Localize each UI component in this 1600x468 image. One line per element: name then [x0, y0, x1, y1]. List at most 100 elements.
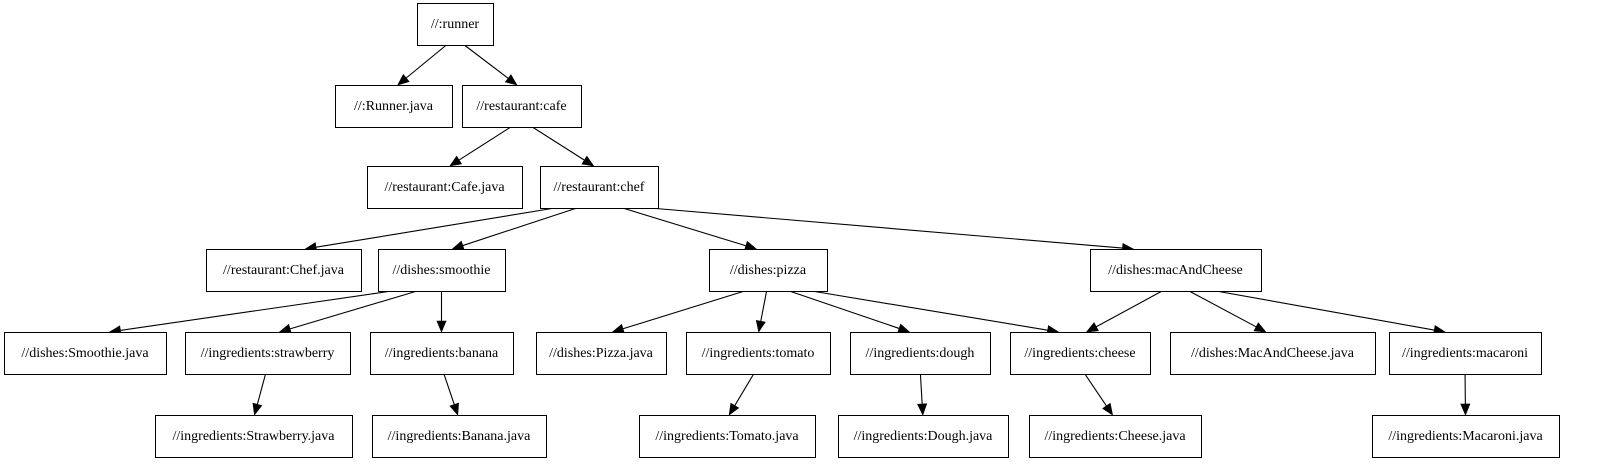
- arrowhead-icon: [917, 403, 928, 416]
- arrowhead-icon: [449, 155, 463, 167]
- node-label: //dishes:pizza: [730, 263, 807, 278]
- node-label: //:Runner.java: [354, 99, 434, 114]
- node-label: //ingredients:tomato: [702, 346, 815, 361]
- arrowhead-icon: [755, 319, 766, 333]
- graph-edge-dishes-smoothie-to-smoothie-java: [120, 290, 392, 331]
- graph-node-ing-strawberry[interactable]: //ingredients:strawberry: [185, 332, 351, 375]
- arrowhead-icon: [436, 320, 447, 333]
- node-box: [1170, 332, 1376, 375]
- graph-node-smoothie-java[interactable]: //dishes:Smoothie.java: [4, 332, 167, 375]
- graph-node-ing-dough[interactable]: //ingredients:dough: [850, 332, 991, 375]
- graph-node-strawberry-java[interactable]: //ingredients:Strawberry.java: [155, 415, 353, 458]
- node-label: //ingredients:Macaroni.java: [1388, 429, 1543, 444]
- graph-node-runner-java[interactable]: //:Runner.java: [335, 85, 453, 128]
- arrowhead-icon: [581, 155, 595, 167]
- graph-node-banana-java[interactable]: //ingredients:Banana.java: [372, 415, 547, 458]
- arrowhead-icon: [744, 240, 758, 251]
- node-label: //ingredients:Tomato.java: [655, 429, 799, 444]
- arrowhead-icon: [897, 323, 911, 334]
- node-box: [4, 332, 167, 375]
- node-label: //restaurant:Chef.java: [223, 263, 345, 278]
- graph-node-dough-java[interactable]: //ingredients:Dough.java: [838, 415, 1009, 458]
- node-label: //:runner: [431, 17, 480, 32]
- graph-node-dishes-smoothie[interactable]: //dishes:smoothie: [378, 249, 506, 292]
- node-box: [686, 332, 831, 375]
- node-label: //dishes:Pizza.java: [549, 346, 654, 361]
- graph-node-macaroni-java[interactable]: //ingredients:Macaroni.java: [1372, 415, 1560, 458]
- node-box: [206, 249, 362, 292]
- node-box: [185, 332, 351, 375]
- arrowhead-icon: [449, 402, 459, 416]
- graph-node-ing-cheese[interactable]: //ingredients:cheese: [1010, 332, 1151, 375]
- graph-node-dishes-pizza[interactable]: //dishes:pizza: [709, 249, 828, 292]
- node-label: //restaurant:cafe: [476, 99, 566, 114]
- graph-edge-restaurant-cafe-to-restaurant-chef: [532, 126, 585, 161]
- node-layer: //:runner //:Runner.java //restaurant:cafe…: [4, 3, 1560, 458]
- node-box: [372, 415, 547, 458]
- node-box: [378, 249, 506, 292]
- node-box: [1372, 415, 1560, 458]
- node-box: [417, 3, 494, 46]
- node-box: [155, 415, 353, 458]
- node-box: [1010, 332, 1151, 375]
- graph-edge-dishes-pizza-to-ing-cheese: [811, 290, 1048, 331]
- graph-edge-runner-to-restaurant-cafe: [463, 44, 509, 79]
- graph-edge-ing-strawberry-to-strawberry-java: [256, 373, 267, 405]
- node-label: //restaurant:chef: [554, 180, 645, 195]
- node-label: //ingredients:dough: [866, 346, 975, 361]
- arrowhead-icon: [397, 73, 410, 86]
- graph-edge-runner-to-runner-java: [405, 44, 447, 79]
- node-box: [367, 166, 523, 209]
- graph-node-ing-macaroni[interactable]: //ingredients:macaroni: [1389, 332, 1542, 375]
- node-label: //dishes:MacAndCheese.java: [1191, 346, 1355, 361]
- arrowhead-icon: [1085, 322, 1099, 333]
- graph-node-ing-tomato[interactable]: //ingredients:tomato: [686, 332, 831, 375]
- arrowhead-icon: [504, 74, 518, 86]
- graph-edge-dishes-macandch-to-ing-macaroni: [1215, 290, 1435, 331]
- node-box: [1090, 249, 1262, 292]
- arrowhead-icon: [278, 323, 292, 334]
- node-label: //ingredients:banana: [385, 346, 499, 361]
- arrowhead-icon: [1253, 322, 1267, 333]
- graph-edge-ing-cheese-to-cheese-java: [1084, 373, 1107, 407]
- node-box: [850, 332, 991, 375]
- node-box: [639, 415, 816, 458]
- graph-node-dishes-macandch[interactable]: //dishes:macAndCheese: [1090, 249, 1262, 292]
- node-label: //ingredients:cheese: [1024, 346, 1135, 361]
- graph-node-chef-java[interactable]: //restaurant:Chef.java: [206, 249, 362, 292]
- graph-edge-dishes-macandch-to-ing-cheese: [1095, 290, 1163, 328]
- graph-node-pizza-java[interactable]: //dishes:Pizza.java: [536, 332, 667, 375]
- graph-node-runner[interactable]: //:runner: [417, 3, 494, 46]
- graph-edge-ing-tomato-to-tomato-java: [734, 373, 755, 406]
- node-box: [370, 332, 514, 375]
- node-label: //ingredients:strawberry: [201, 346, 335, 361]
- node-label: //restaurant:Cafe.java: [384, 180, 505, 195]
- graph-node-macandcheese-java[interactable]: //dishes:MacAndCheese.java: [1170, 332, 1376, 375]
- arrowhead-icon: [611, 323, 625, 334]
- node-box: [335, 85, 453, 128]
- arrowhead-icon: [252, 402, 263, 416]
- graph-node-tomato-java[interactable]: //ingredients:Tomato.java: [639, 415, 816, 458]
- node-label: //dishes:smoothie: [393, 263, 491, 278]
- node-box: [462, 85, 582, 128]
- node-box: [1029, 415, 1202, 458]
- graph-edge-restaurant-chef-to-chef-java: [315, 207, 555, 248]
- graph-edge-dishes-macandch-to-macandcheese-java: [1188, 290, 1257, 328]
- graph-node-restaurant-cafe[interactable]: //restaurant:cafe: [462, 85, 582, 128]
- graph-edge-dishes-pizza-to-ing-dough: [789, 290, 900, 329]
- graph-node-cafe-java[interactable]: //restaurant:Cafe.java: [367, 166, 523, 209]
- node-label: //dishes:macAndCheese: [1108, 263, 1243, 278]
- graph-edge-dishes-smoothie-to-ing-strawberry: [289, 290, 418, 330]
- graph-edge-restaurant-chef-to-dishes-smoothie: [462, 207, 578, 247]
- graph-edge-ing-banana-to-banana-java: [443, 373, 455, 405]
- graph-node-ing-banana[interactable]: //ingredients:banana: [370, 332, 514, 375]
- arrowhead-icon: [728, 402, 740, 416]
- node-label: //ingredients:Banana.java: [388, 429, 531, 444]
- node-box: [536, 332, 667, 375]
- arrowhead-icon: [451, 240, 465, 251]
- graph-node-cheese-java[interactable]: //ingredients:Cheese.java: [1029, 415, 1202, 458]
- node-box: [1389, 332, 1542, 375]
- graph-edge-restaurant-chef-to-dishes-pizza: [622, 207, 747, 247]
- graph-node-restaurant-chef[interactable]: //restaurant:chef: [540, 166, 659, 209]
